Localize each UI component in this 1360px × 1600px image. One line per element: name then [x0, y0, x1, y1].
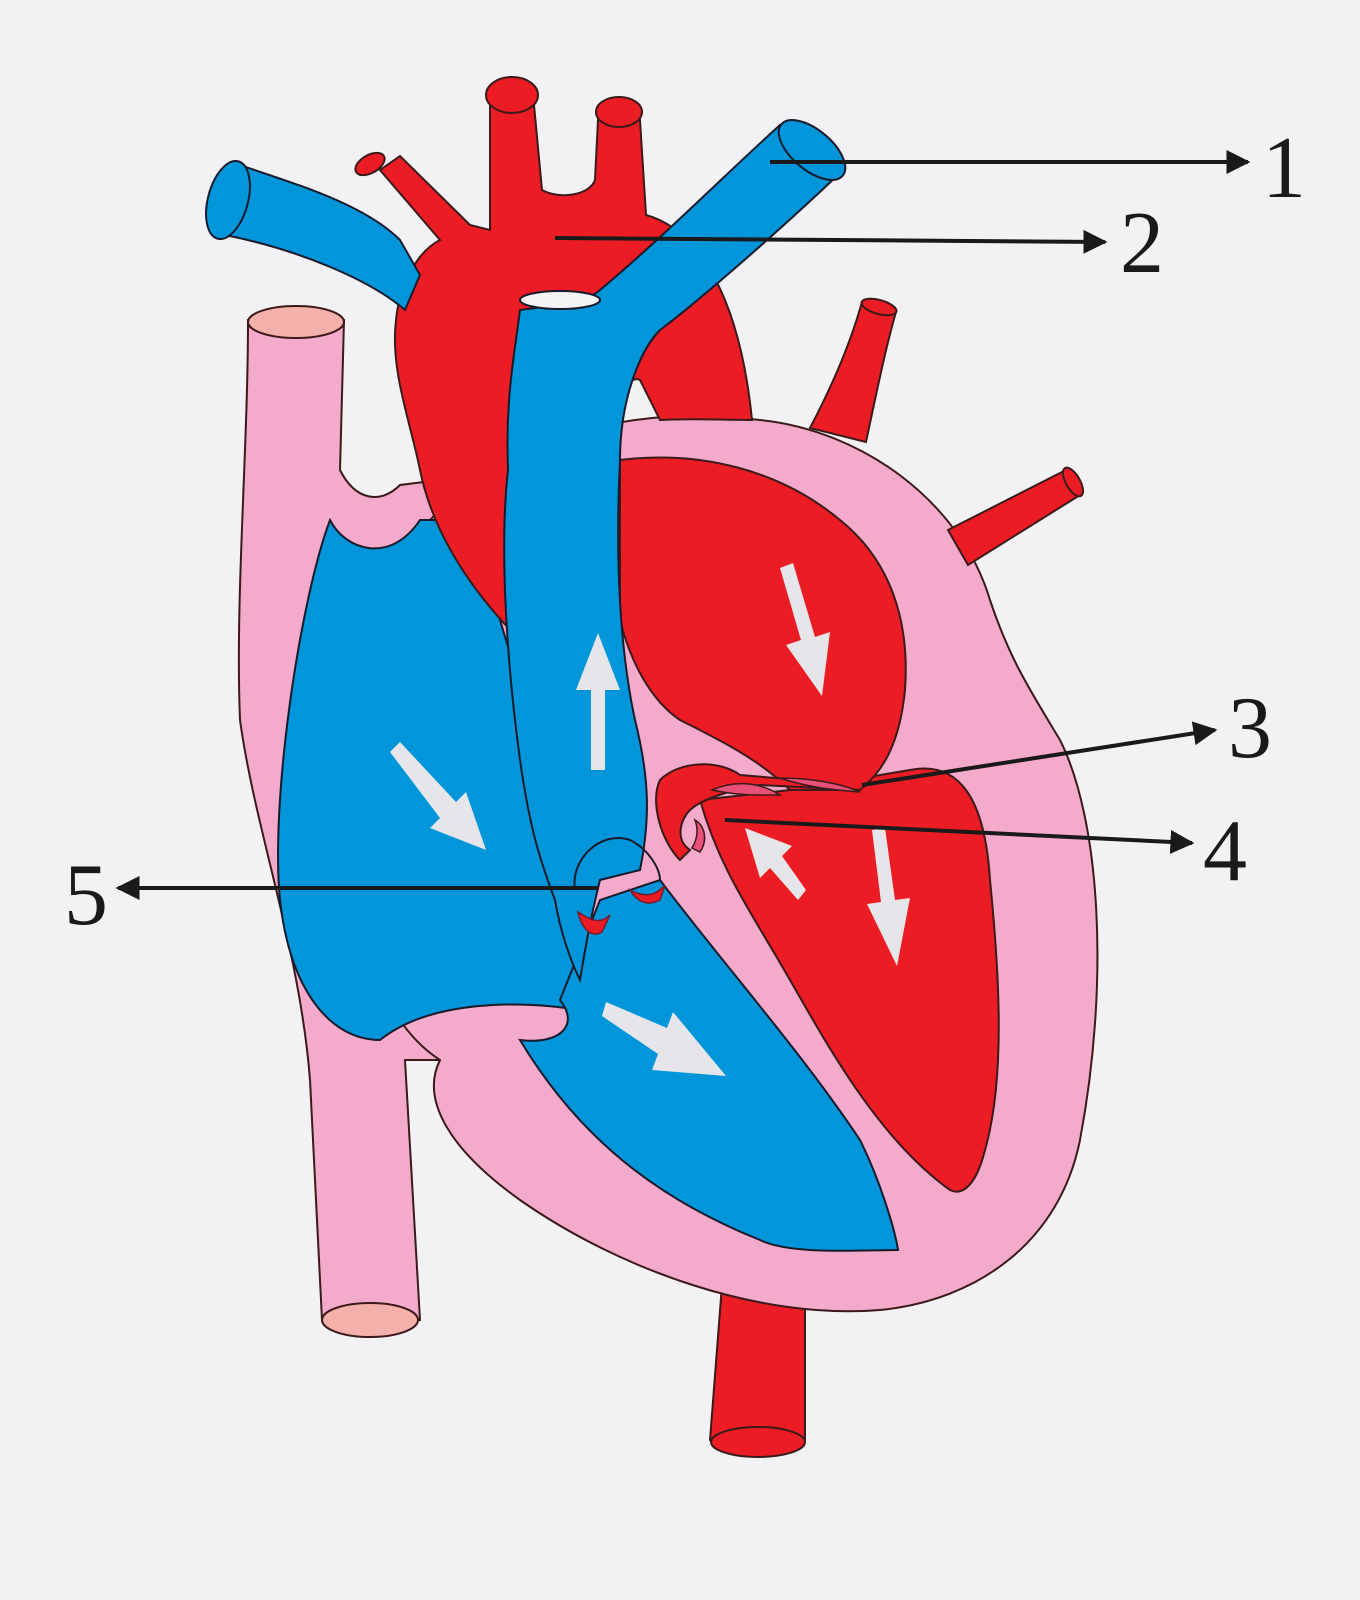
label-4: 4 [1203, 803, 1247, 900]
pulmonary-artery-left-opening [205, 160, 251, 240]
descending-aorta-opening [710, 1426, 806, 1458]
flow-arrow-right-atrium [390, 742, 486, 850]
pulmonary-trunk [503, 123, 840, 984]
pointer-3 [861, 721, 1218, 787]
tricuspid-valve [573, 837, 661, 891]
pointer-2 [554, 229, 1108, 254]
label-2: 2 [1120, 195, 1164, 292]
inferior-vena-cava-opening [321, 1302, 419, 1338]
label-3: 3 [1228, 680, 1272, 777]
flow-arrow-left-atrium [780, 563, 830, 696]
pulmonary-vein-lower [946, 468, 1082, 567]
left-atrium [619, 456, 907, 791]
pulmonary-vein-upper-opening [860, 297, 898, 317]
pulmonary-valve-cusp-right [627, 884, 666, 904]
flow-arrows [390, 563, 910, 1076]
pulmonary-artery-right-opening [777, 119, 847, 181]
flow-arrow-aorta-up [745, 828, 806, 900]
brachiocephalic-opening [485, 76, 539, 114]
label-5: 5 [64, 847, 108, 944]
flow-arrow-left-ventricle [867, 828, 910, 966]
pulmonary-trunk-cross-section [519, 290, 601, 310]
subclavian-opening [354, 151, 386, 177]
aortic-valve-leaflet [779, 777, 861, 793]
superior-vena-cava-opening [247, 305, 345, 339]
mitral-valve-flap [655, 763, 861, 862]
pointer-4 [724, 818, 1195, 854]
left-carotid-opening [595, 96, 643, 128]
mitral-valve-leaflet [709, 782, 783, 796]
label-1: 1 [1262, 120, 1306, 217]
aortic-valve-cusp [690, 818, 706, 853]
pulmonary-vein-upper [808, 300, 898, 444]
pulmonary-vein-lower-opening [1061, 466, 1085, 498]
flow-arrow-pulmonary-up [576, 633, 620, 770]
pulmonary-valve-cusp-left [576, 910, 611, 935]
flow-arrow-right-ventricle [602, 1002, 726, 1076]
